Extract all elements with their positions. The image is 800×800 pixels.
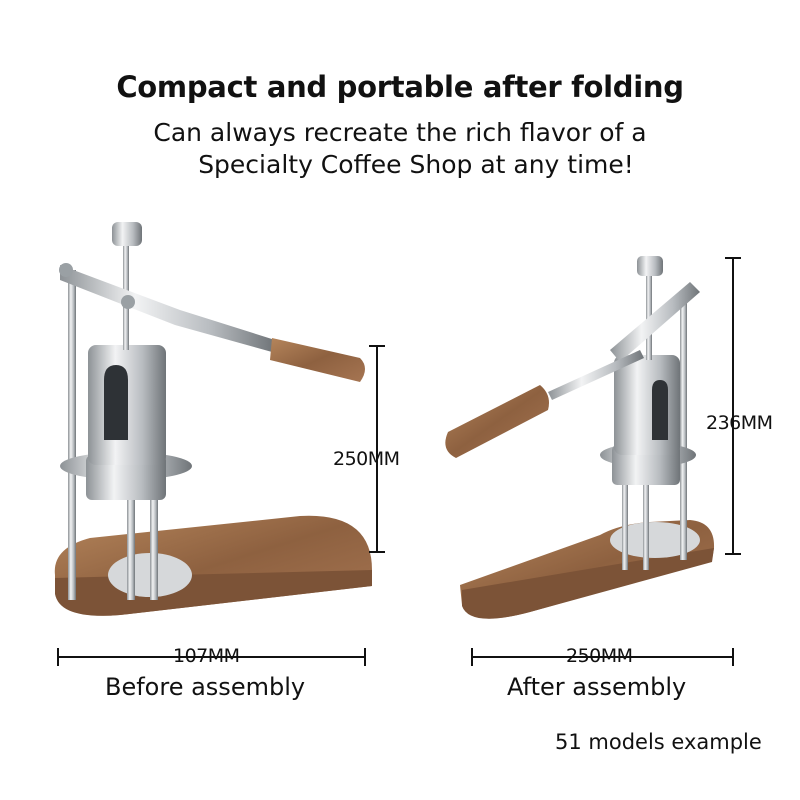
dimension-lines bbox=[57, 257, 741, 666]
footnote: 51 models example bbox=[555, 730, 762, 754]
after-assembly-caption: After assembly bbox=[507, 673, 687, 701]
subtitle-line-1: Can always recreate the rich flavor of a bbox=[153, 118, 647, 147]
right-coffee-press bbox=[445, 256, 715, 619]
left-width-label: 107MM bbox=[173, 645, 240, 667]
right-height-label: 236MM bbox=[706, 412, 773, 434]
subtitle-line-2: Specialty Coffee Shop at any time! bbox=[198, 150, 634, 179]
before-assembly-caption: Before assembly bbox=[105, 673, 306, 701]
left-height-label: 250MM bbox=[333, 448, 400, 470]
headline: Compact and portable after folding bbox=[116, 70, 684, 104]
left-coffee-press bbox=[54, 222, 372, 616]
right-width-label: 250MM bbox=[566, 645, 633, 667]
